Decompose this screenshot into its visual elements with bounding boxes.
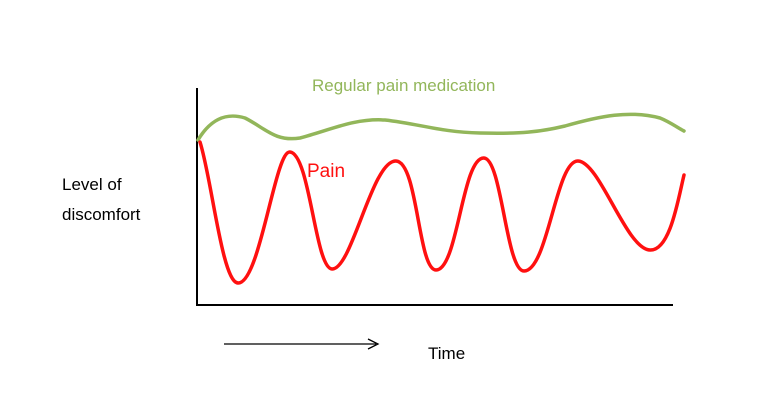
y-axis-label-line-1: Level of [62, 175, 122, 194]
pain-label: Pain [307, 161, 345, 182]
time-arrow-head [367, 338, 380, 350]
pain-curve [198, 140, 686, 285]
x-axis-label: Time [428, 344, 465, 363]
y-axis-label: Level of discomfort [62, 175, 141, 224]
medication-label: Regular pain medication [312, 76, 495, 95]
medication-curve [196, 112, 686, 142]
y-axis-label-line-2: discomfort [62, 205, 141, 224]
